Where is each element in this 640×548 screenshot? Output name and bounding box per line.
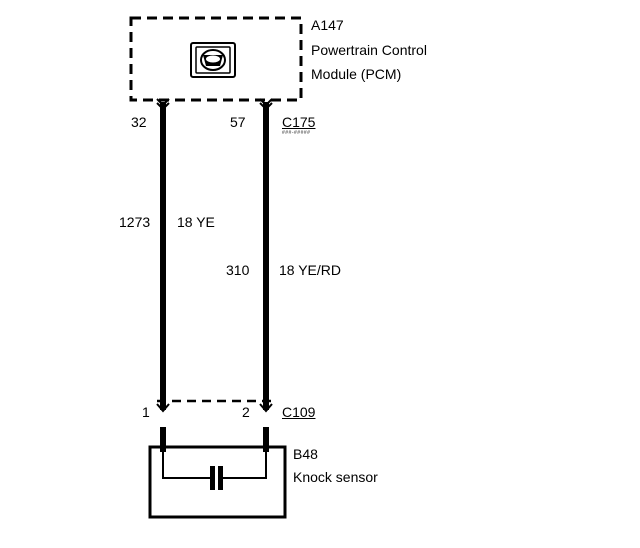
ecu-module-icon bbox=[190, 42, 236, 78]
pcm-id: A147 bbox=[311, 17, 344, 33]
c109-id: C109 bbox=[282, 404, 316, 420]
c175-id: C175 bbox=[282, 114, 316, 130]
sensor-box bbox=[148, 445, 287, 519]
wire-right-gauge-color: 18 YE/RD bbox=[279, 262, 341, 278]
wire-right-circuit: 310 bbox=[226, 262, 250, 278]
c175-pin-right: 57 bbox=[230, 114, 246, 130]
pcm-name-line2: Module (PCM) bbox=[311, 66, 402, 82]
connector-c175-pins bbox=[156, 98, 273, 111]
pcm-box bbox=[129, 16, 303, 102]
c109-pin-right: 2 bbox=[242, 404, 250, 420]
pcm-name-line1: Powertrain Control bbox=[311, 42, 427, 58]
sensor-id: B48 bbox=[293, 446, 318, 462]
knock-sensor-icon bbox=[162, 452, 267, 490]
c109-pin-left: 1 bbox=[142, 404, 150, 420]
c175-pin-left: 32 bbox=[131, 114, 147, 130]
sensor-name: Knock sensor bbox=[293, 469, 378, 485]
wire-left-circuit: 1273 bbox=[119, 214, 151, 230]
wire-left-gauge-color: 18 YE bbox=[177, 214, 215, 230]
connector-c109-pins bbox=[156, 403, 273, 413]
c175-sub: ###-##### bbox=[282, 130, 311, 136]
